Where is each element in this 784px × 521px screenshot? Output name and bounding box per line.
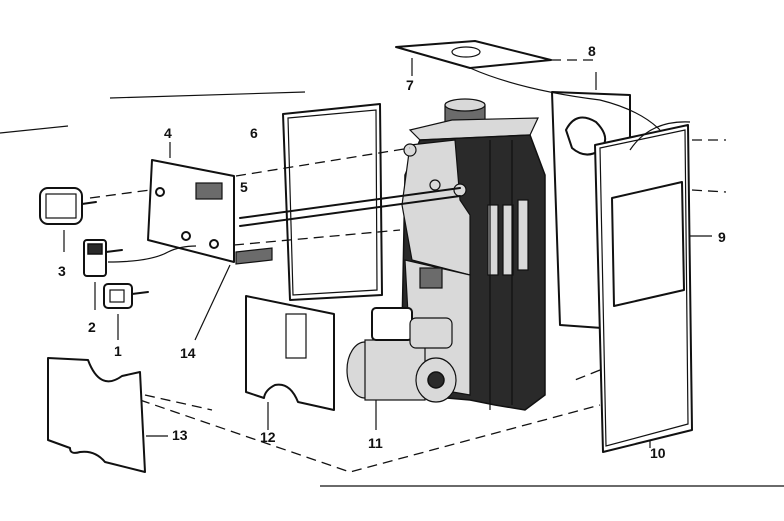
callout-8: 8 [588,43,596,59]
callout-14: 14 [180,345,196,361]
part-4-control-panel [147,142,235,263]
rod-5 [239,195,461,227]
callout-7: 7 [406,77,414,93]
part-13-lower-access-panel [47,357,213,473]
callout-6: 6 [250,125,258,141]
part-1-small-knob [103,283,149,340]
part-7-top-plate [395,40,595,76]
part-11-burner [346,307,457,430]
callout-12: 12 [260,429,276,445]
callout-11: 11 [368,435,383,451]
rod-5 [239,187,461,219]
part-12-lower-front-panel [245,295,335,430]
callout-10: 10 [650,445,666,461]
part-6-side-panel [282,103,383,301]
floor-outline [139,399,601,473]
leader-line [89,189,151,199]
leader-line [233,229,401,246]
callout-13: 13 [172,427,188,443]
callout-5: 5 [240,179,248,195]
scan-line [0,125,69,134]
scan-line [109,91,306,99]
floor-outline [574,369,601,381]
part-2-switch [83,239,123,310]
callout-3: 3 [58,263,66,279]
leader-line [235,147,411,177]
callout-9: 9 [718,229,726,245]
callout-1: 1 [114,343,122,359]
callout-4: 4 [164,125,172,141]
part-3-thermostat-knob [39,187,97,252]
part-14-bracket [194,247,273,341]
part-10-front-panel [594,124,727,453]
leader-line [629,121,691,151]
wire [107,245,197,263]
callout-2: 2 [88,319,96,335]
